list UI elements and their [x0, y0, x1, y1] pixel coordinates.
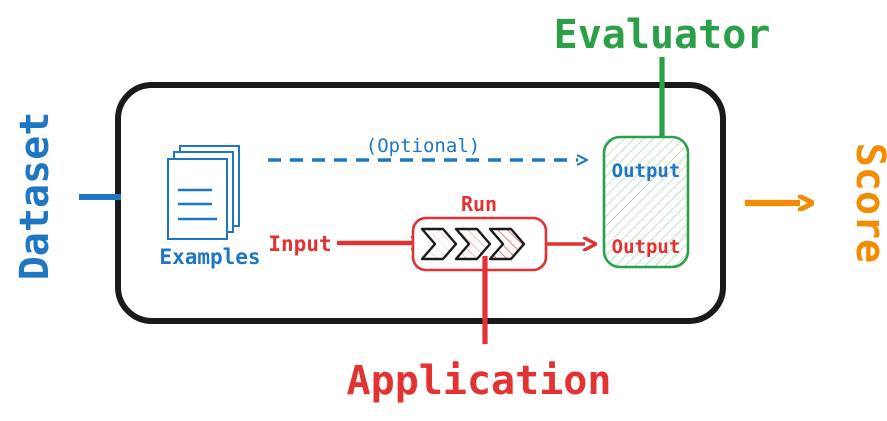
dataset-title: Dataset — [12, 112, 58, 281]
optional-label: (Optional) — [366, 135, 480, 157]
run-label: Run — [461, 192, 497, 216]
evaluator-title: Evaluator — [554, 12, 771, 58]
output-reference-label: Output — [612, 160, 681, 182]
chevron-pipeline-icon — [420, 227, 526, 261]
output-generated-label: Output — [612, 236, 681, 258]
document-stack-icon — [167, 145, 240, 240]
input-label: Input — [268, 232, 331, 256]
output-box — [602, 135, 690, 269]
application-title: Application — [347, 358, 612, 404]
score-title: Score — [847, 143, 887, 263]
examples-label: Examples — [159, 245, 260, 269]
experiment-container-box — [115, 82, 726, 324]
